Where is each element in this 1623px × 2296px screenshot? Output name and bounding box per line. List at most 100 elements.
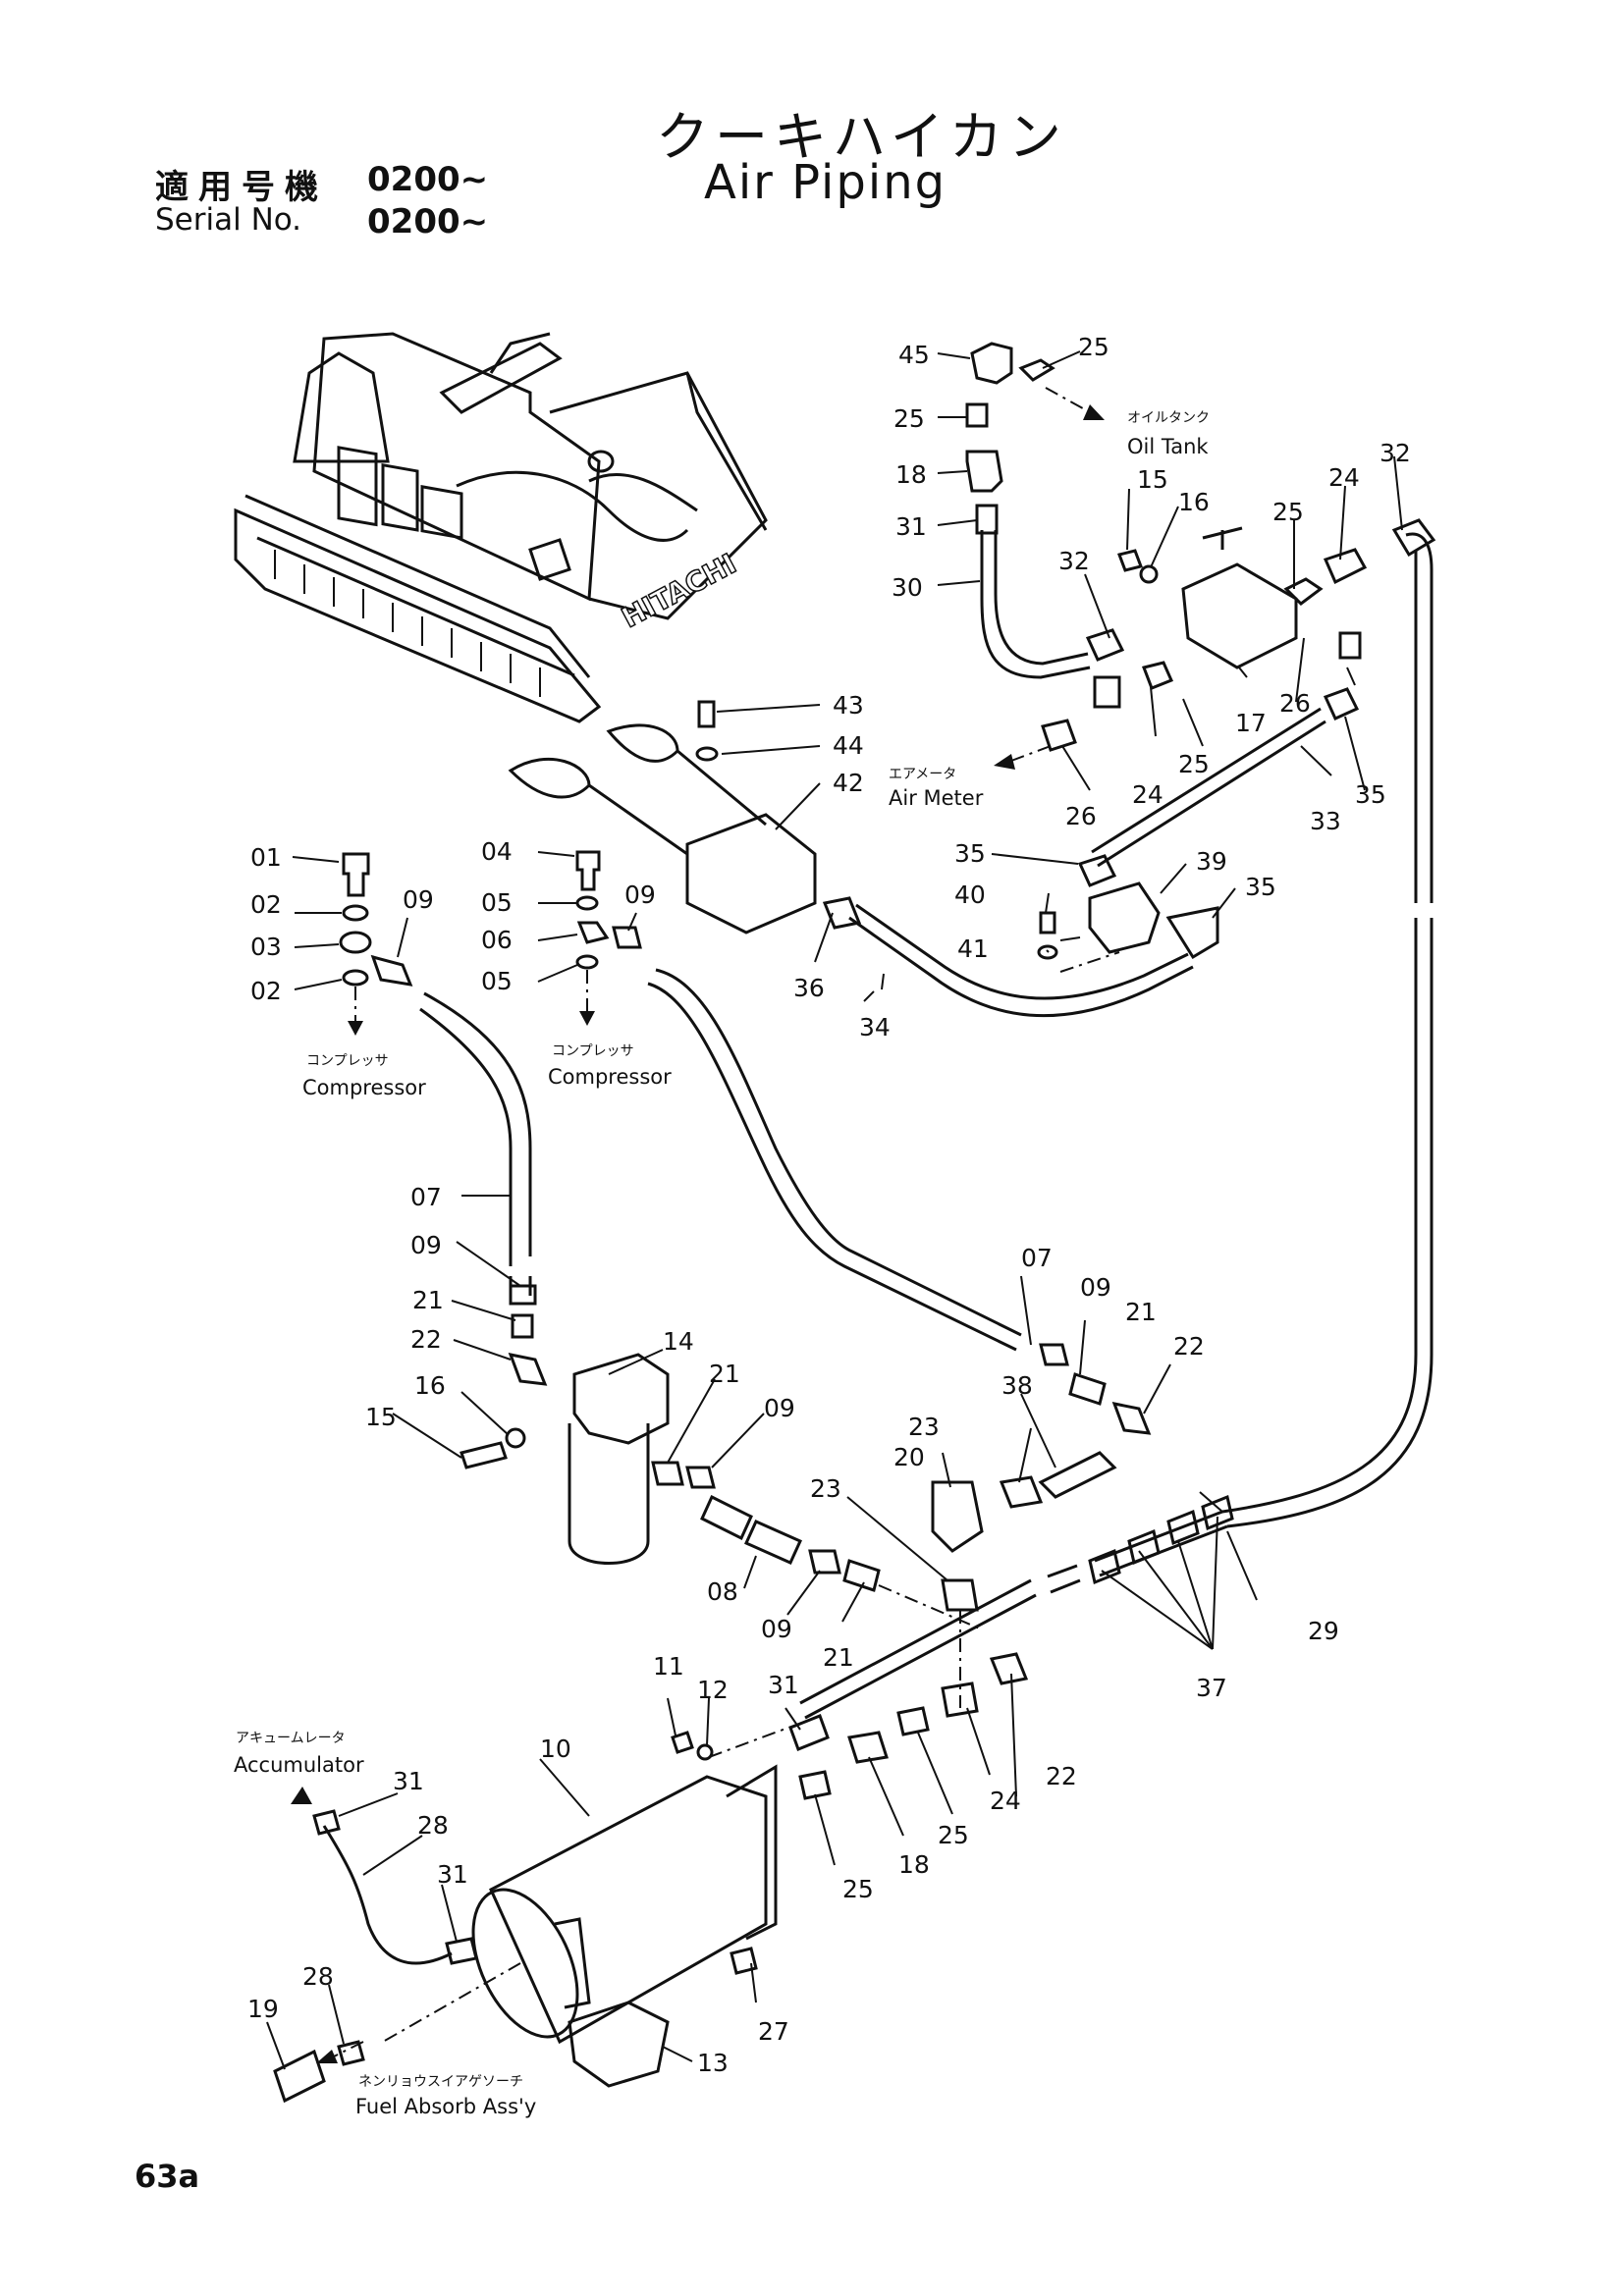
pipe-28	[322, 1825, 453, 1965]
callout-14: 14	[663, 1327, 694, 1356]
fitting-21-filter	[651, 1461, 684, 1486]
serial-value-japanese: 0200~	[367, 160, 489, 199]
callout-28: 28	[302, 1962, 334, 1991]
hose-07-left	[419, 991, 532, 1266]
callout-25: 25	[1272, 498, 1304, 526]
callout-33: 33	[1310, 807, 1341, 835]
callout-21: 21	[709, 1360, 740, 1388]
callout-23: 23	[908, 1413, 940, 1441]
bolt-15-top	[1117, 549, 1143, 572]
page-title-japanese: クーキハイカン	[656, 106, 1067, 168]
fuel-absorb-label-english: Fuel Absorb Ass'y	[355, 2095, 536, 2118]
serial-label-english: Serial No.	[155, 202, 302, 238]
fitting-21-lower	[842, 1559, 881, 1592]
fitting-25-middle	[1141, 661, 1174, 690]
callout-25: 25	[893, 404, 925, 433]
accumulator-label-english: Accumulator	[234, 1753, 364, 1777]
air-tank-10	[489, 1775, 768, 2045]
callout-42: 42	[833, 769, 864, 797]
callout-18: 18	[898, 1850, 930, 1879]
callout-19: 19	[247, 1995, 279, 2023]
hose-08-a	[700, 1494, 753, 1541]
callout-24: 24	[1132, 780, 1163, 809]
elbow-35-upper	[1323, 687, 1360, 721]
oil-tank-label-english: Oil Tank	[1127, 435, 1209, 458]
tee-24-middle	[1093, 675, 1121, 709]
callout-22: 22	[1173, 1332, 1205, 1361]
bolt-40	[1039, 911, 1056, 934]
clamp-09-left-top	[370, 954, 413, 987]
valve-20	[931, 1480, 984, 1553]
adapter-18-top	[965, 450, 1003, 493]
callout-15: 15	[1137, 465, 1168, 494]
main-air-line-29	[799, 532, 1434, 1720]
callout-24: 24	[1328, 463, 1360, 492]
pipe-33	[1091, 707, 1326, 868]
callout-25: 25	[1078, 333, 1109, 361]
elbow-32-upper	[1391, 518, 1436, 558]
callout-37: 37	[1196, 1674, 1227, 1702]
washer-02-upper	[342, 904, 369, 922]
callout-29: 29	[1308, 1617, 1339, 1645]
fitting-25-lower-right	[896, 1706, 930, 1736]
clamp-09-right-top	[612, 926, 642, 949]
callout-35: 35	[1245, 873, 1276, 901]
arrow-air-meter	[994, 754, 1015, 770]
fuel-absorb-label-japanese: ネンリョウスイアゲソーチ	[358, 2074, 523, 2090]
filter-bowl-14	[568, 1423, 650, 1565]
fitting-25-lower-left	[798, 1770, 832, 1800]
drain-27	[730, 1947, 758, 1975]
elbow-22-lower	[989, 1652, 1029, 1685]
callout-31: 31	[437, 1860, 468, 1889]
callout-leaders	[266, 350, 1403, 2070]
callout-35: 35	[954, 839, 986, 868]
elbow-35-mid	[1077, 854, 1117, 887]
eye-fitting-06	[576, 921, 610, 944]
callout-09: 09	[410, 1231, 442, 1259]
fitting-19	[273, 2049, 326, 2104]
callout-28: 28	[417, 1811, 449, 1840]
clamp-09-filter	[685, 1466, 716, 1489]
page-number: 63a	[135, 2158, 200, 2195]
eye-fitting-03	[339, 931, 372, 954]
valve-17	[1181, 526, 1298, 669]
compressor-right-label-english: Compressor	[548, 1065, 672, 1089]
elbow-45	[970, 342, 1013, 385]
callout-26: 26	[1279, 689, 1311, 718]
callout-07: 07	[1021, 1244, 1053, 1272]
callout-31: 31	[393, 1767, 424, 1795]
callout-13: 13	[697, 2049, 729, 2077]
callout-23: 23	[810, 1474, 841, 1503]
callout-22: 22	[1046, 1762, 1077, 1790]
callout-25: 25	[938, 1821, 969, 1849]
callout-31: 31	[895, 512, 927, 541]
callout-32: 32	[1380, 439, 1411, 467]
callout-16: 16	[414, 1371, 446, 1400]
callout-41: 41	[957, 934, 989, 963]
callout-31: 31	[768, 1671, 799, 1699]
fitting-28-lower	[337, 2040, 365, 2066]
compressor-left-label-english: Compressor	[302, 1076, 426, 1099]
tee-23-upper	[999, 1475, 1044, 1509]
fitting-25-left	[965, 402, 989, 428]
fitting-21-right-mid	[1068, 1372, 1107, 1406]
horn-42a	[508, 757, 688, 856]
callout-25: 25	[1178, 750, 1210, 778]
horn-42b	[606, 723, 767, 827]
callout-05: 05	[481, 888, 513, 917]
arrow-to-compressor-right	[579, 1011, 595, 1026]
elbow-35-right	[1165, 906, 1219, 960]
serial-label-japanese: 適用号機	[155, 168, 328, 207]
accumulator-label-japanese: アキュームレータ	[236, 1731, 346, 1746]
callout-04: 04	[481, 837, 513, 866]
pipe-34	[848, 916, 1194, 1018]
callout-34: 34	[859, 1013, 891, 1041]
hose-07-right	[647, 968, 1022, 1352]
callout-21: 21	[1125, 1298, 1157, 1326]
callout-26: 26	[1065, 802, 1097, 830]
callout-11: 11	[653, 1652, 684, 1681]
callout-15: 15	[365, 1403, 397, 1431]
elbow-32-middle	[1085, 628, 1125, 662]
callout-25: 25	[842, 1875, 874, 1903]
